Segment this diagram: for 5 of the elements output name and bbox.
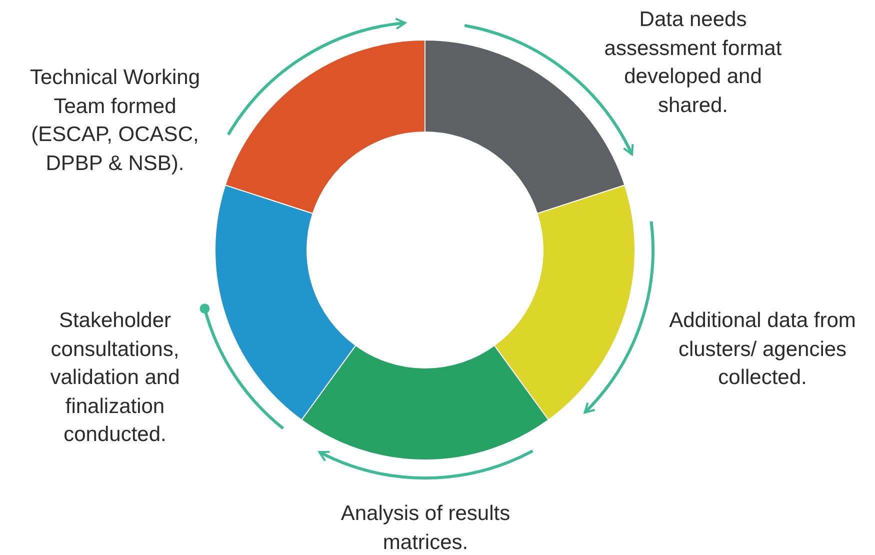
- step-text: Data needs assessment format developed and shared.: [598, 6, 788, 120]
- step-text: Analysis of results matrices.: [338, 500, 513, 555]
- step-text: Stakeholder consultations, validation and finalization conducted.: [25, 307, 205, 450]
- step-text: Additional data from clusters/ agencies collected.: [665, 307, 860, 392]
- step-text: Technical Working Team formed (ESCAP, OCASC, DPBP & NSB).: [25, 64, 205, 178]
